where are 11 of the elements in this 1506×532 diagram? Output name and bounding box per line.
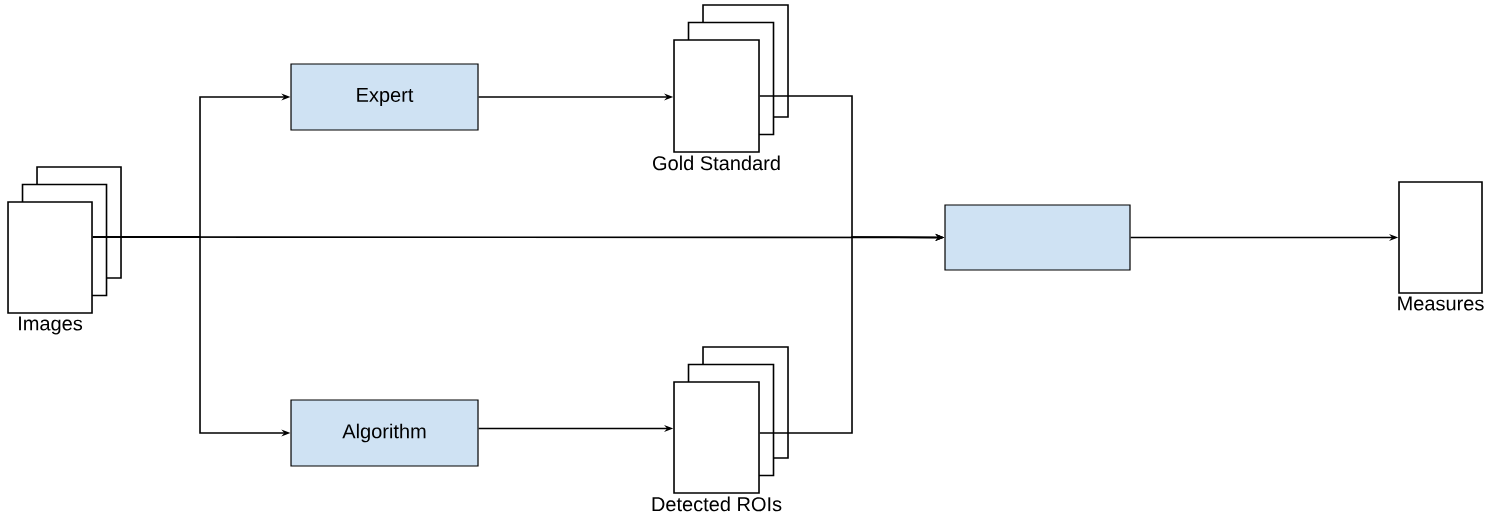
node-label: Measures xyxy=(1398,296,1484,311)
node-label: Detected ROIs xyxy=(652,496,782,512)
document-stack-drawing: Detected ROIs xyxy=(652,346,789,512)
process-box: Algorithm xyxy=(290,399,479,467)
process-box xyxy=(944,204,1131,271)
document-stack-drawing: Images xyxy=(7,166,122,335)
document-stack-drawing: Measures xyxy=(1398,181,1484,311)
node-label: Gold Standard xyxy=(653,155,780,171)
document-stack-drawing: Gold Standard xyxy=(653,4,789,171)
process-box: Expert xyxy=(290,63,479,131)
node-label: Images xyxy=(19,316,83,335)
